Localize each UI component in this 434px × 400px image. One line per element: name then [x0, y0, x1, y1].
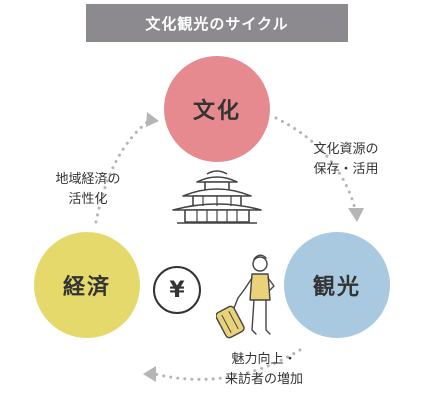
temple-icon	[172, 170, 262, 224]
annotation-tourism-to-economy: 魅力向上・ 来訪者の増加	[224, 352, 303, 387]
arrowhead-tourism-to-economy	[143, 366, 156, 382]
traveler-with-suitcase-icon	[216, 254, 275, 339]
node-tourism: 観光	[284, 232, 390, 338]
yen-coin-icon: ¥	[153, 266, 201, 314]
node-economy: 経済	[34, 232, 140, 338]
node-tourism-label: 観光	[312, 275, 361, 300]
arrowhead-culture-to-tourism	[348, 208, 364, 222]
node-culture-label: 文化	[192, 99, 241, 124]
annotation-culture-to-tourism: 文化資源の 保存・活用	[313, 142, 379, 177]
diagram-title: 文化観光のサイクル	[86, 4, 348, 42]
annotation-economy-to-culture: 地域経済の 活性化	[55, 172, 121, 207]
arrow-economy-to-culture	[94, 118, 152, 224]
arrow-tourism-to-economy	[153, 348, 302, 381]
node-economy-label: 経済	[62, 275, 111, 300]
arrow-culture-to-tourism	[274, 116, 358, 214]
arrowhead-economy-to-culture	[146, 112, 159, 127]
node-culture: 文化	[164, 56, 270, 162]
